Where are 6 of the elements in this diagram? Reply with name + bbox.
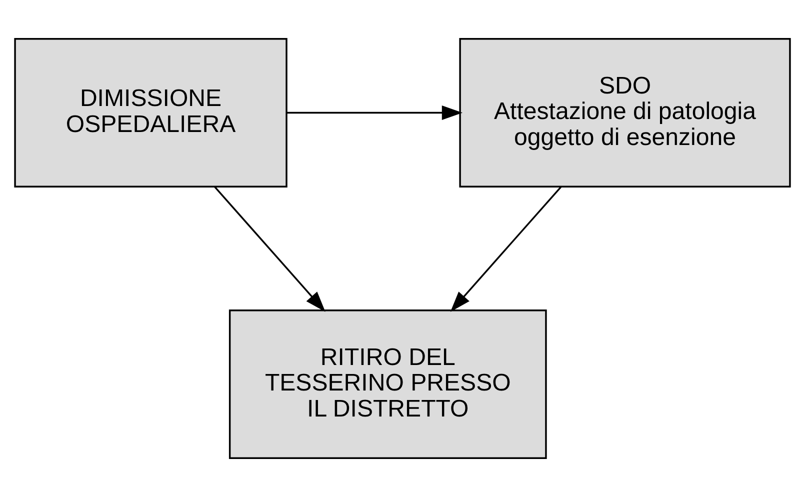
arrow bbox=[286, 105, 463, 120]
arrow bbox=[450, 186, 562, 312]
arrow bbox=[214, 186, 326, 312]
node-box: DIMISSIONE OSPEDALIERA bbox=[14, 38, 288, 187]
node-box: RITIRO DEL TESSERINO PRESSO IL DISTRETTO bbox=[228, 309, 547, 458]
node-box: SDO Attestazione di patologia oggetto di esenzione bbox=[459, 38, 791, 187]
